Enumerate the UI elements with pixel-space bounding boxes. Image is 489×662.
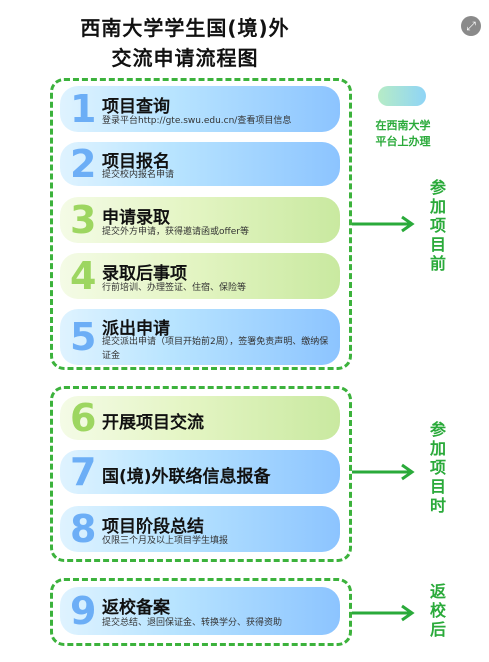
- step-desc: 提交派出申请（项目开始前2周），签署免责声明、缴纳保证金: [102, 337, 329, 361]
- phase-label-before: 参 加 项 目 前: [426, 178, 450, 273]
- legend-label-line1: 在西南大学: [375, 119, 431, 132]
- step-number: 5: [70, 315, 97, 359]
- step-number: 2: [70, 142, 97, 186]
- step-number: 4: [70, 254, 97, 298]
- step-5: 5 派出申请 提交派出申请（项目开始前2周），签署免责声明、缴纳保证金: [60, 309, 340, 365]
- step-number: 3: [70, 198, 97, 242]
- phase-char: 校: [429, 601, 446, 620]
- step-number: 8: [70, 507, 97, 551]
- step-title: 录取后事项: [102, 264, 187, 284]
- phase-char: 加: [429, 439, 446, 458]
- phase-char: 项: [429, 216, 446, 235]
- step-4: 4 录取后事项 行前培训、办理签证、住宿、保险等: [60, 253, 340, 299]
- step-number: 9: [70, 589, 97, 633]
- step-7: 7 国(境)外联络信息报备: [60, 450, 340, 494]
- group-during-project: [50, 386, 352, 562]
- page-title-line2: 交流申请流程图: [111, 46, 259, 70]
- right-arrow-icon: [352, 604, 415, 622]
- phase-char: 后: [429, 620, 446, 639]
- step-title: 返校备案: [102, 598, 170, 618]
- phase-char: 加: [429, 197, 446, 216]
- step-number: 6: [70, 396, 97, 440]
- step-2: 2 项目报名 提交校内报名申请: [60, 142, 340, 186]
- right-arrow-icon: [352, 215, 415, 233]
- step-title: 派出申请: [102, 319, 170, 339]
- phase-char: 项: [429, 458, 446, 477]
- phase-char: 前: [429, 254, 446, 273]
- step-title: 项目报名: [102, 152, 170, 172]
- legend-label-line2: 平台上办理: [375, 135, 431, 148]
- step-title: 申请录取: [102, 208, 170, 228]
- step-title: 开展项目交流: [102, 413, 204, 433]
- step-number: 1: [70, 87, 97, 131]
- step-number: 7: [70, 450, 97, 494]
- phase-char: 参: [429, 420, 446, 439]
- step-3: 3 申请录取 提交外方申请，获得邀请函或offer等: [60, 197, 340, 243]
- step-9: 9 返校备案 提交总结、退回保证金、转换学分、获得资助: [60, 587, 340, 635]
- step-6: 6 开展项目交流: [60, 396, 340, 440]
- phase-char: 参: [429, 178, 446, 197]
- step-desc: 提交总结、退回保证金、转换学分、获得资助: [102, 618, 283, 628]
- step-desc: 登录平台http://gte.swu.edu.cn/查看项目信息: [102, 116, 292, 126]
- step-desc: 提交外方申请，获得邀请函或offer等: [102, 227, 249, 237]
- step-title: 项目阶段总结: [102, 517, 204, 537]
- step-1: 1 项目查询 登录平台http://gte.swu.edu.cn/查看项目信息: [60, 86, 340, 132]
- step-desc: 仅限三个月及以上项目学生填报: [102, 536, 229, 546]
- phase-label-during: 参 加 项 目 时: [426, 420, 450, 515]
- step-desc: 提交校内报名申请: [102, 170, 175, 180]
- page-title-line1: 西南大学学生国(境)外: [80, 16, 290, 40]
- phase-char: 目: [429, 235, 446, 254]
- phase-char: 返: [429, 582, 446, 601]
- step-8: 8 项目阶段总结 仅限三个月及以上项目学生填报: [60, 506, 340, 552]
- expand-icon[interactable]: ⤢: [461, 16, 481, 36]
- group-before-project: [50, 78, 352, 370]
- step-desc: 行前培训、办理签证、住宿、保险等: [102, 283, 247, 293]
- phase-label-after: 返 校 后: [426, 582, 450, 639]
- phase-char: 目: [429, 477, 446, 496]
- legend-swatch: [378, 86, 426, 106]
- right-arrow-icon: [352, 463, 415, 481]
- step-title: 国(境)外联络信息报备: [102, 467, 271, 487]
- step-title: 项目查询: [102, 97, 170, 117]
- phase-char: 时: [429, 496, 446, 515]
- group-after-return: [50, 578, 352, 646]
